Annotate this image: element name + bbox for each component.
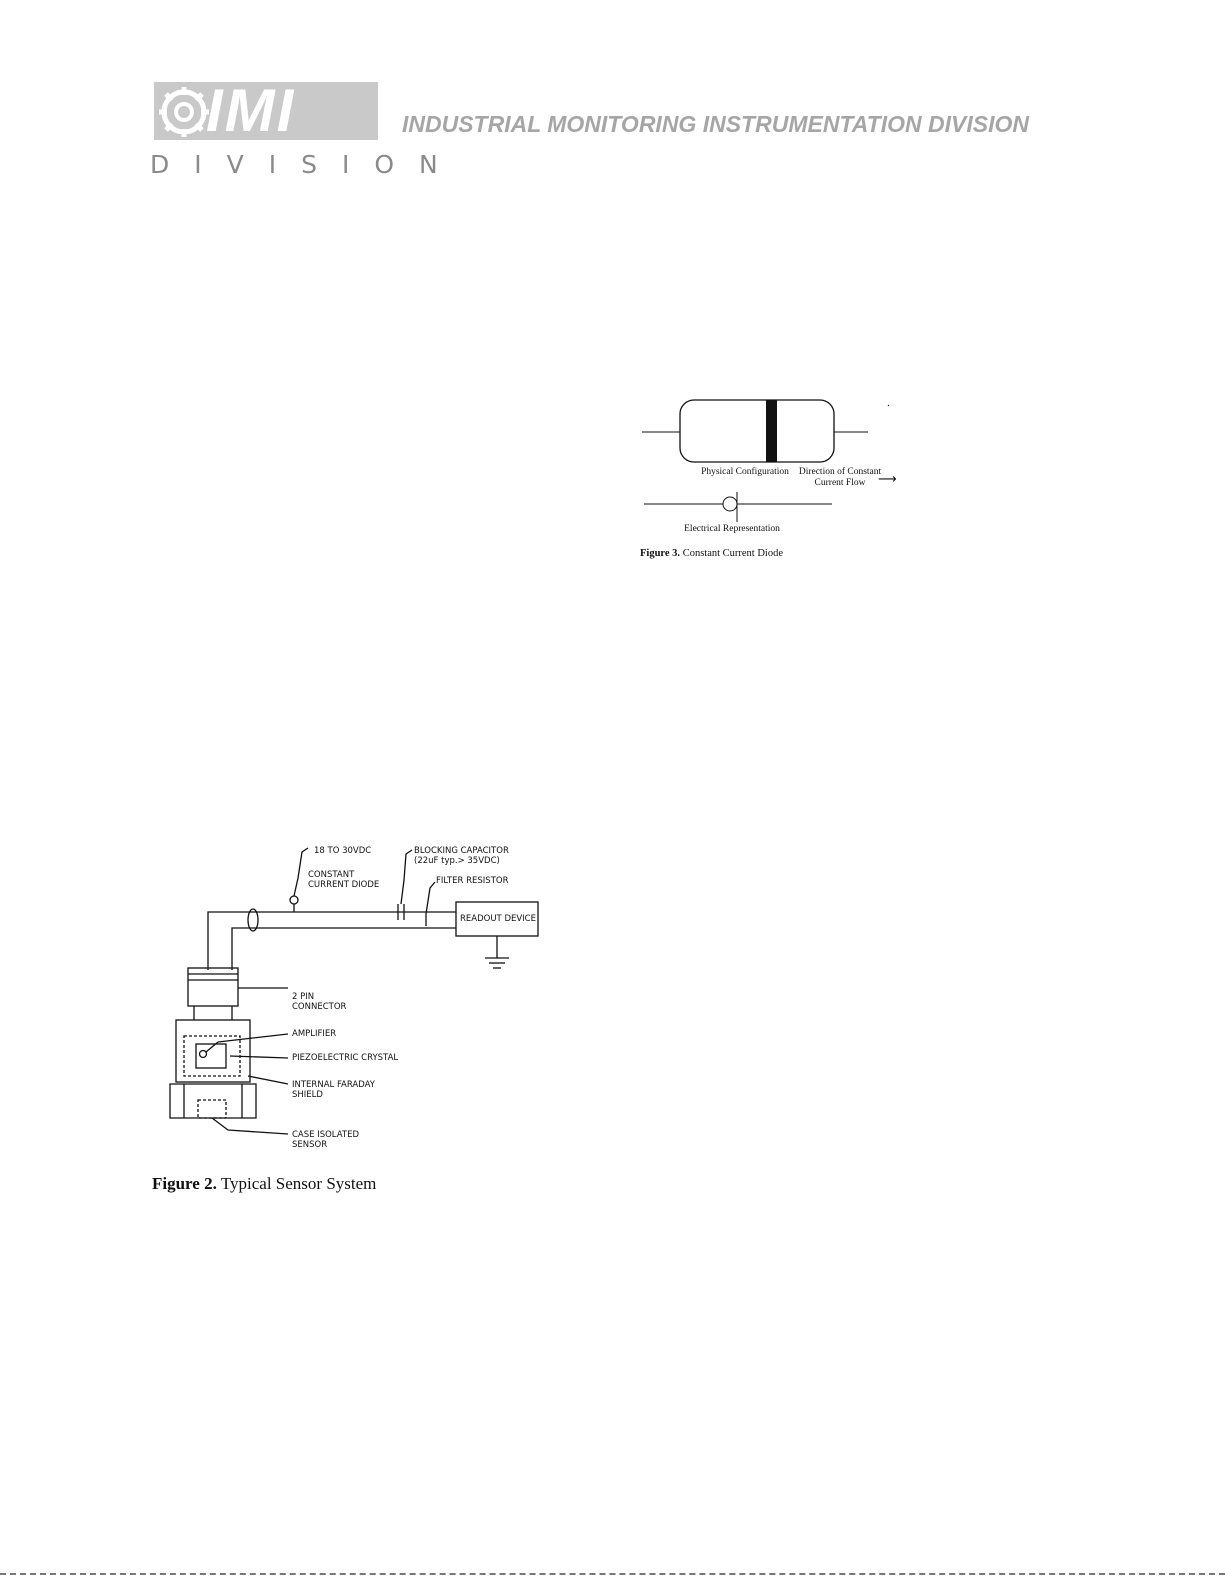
sensor-body: [175, 1019, 251, 1083]
diode-label-line1: CONSTANT: [308, 870, 355, 880]
figure3-caption-number: Figure 3.: [640, 548, 681, 559]
piezoelectric-crystal-label: PIEZOELECTRIC CRYSTAL: [292, 1053, 399, 1063]
physical-configuration-label: Physical Configuration: [701, 467, 789, 477]
capacitor-label-line1: BLOCKING CAPACITOR: [414, 846, 509, 856]
supply-voltage-label: 18 TO 30VDC: [314, 846, 372, 856]
figure2-caption-text: Typical Sensor System: [220, 1174, 377, 1193]
case-isolated-label-line1: CASE ISOLATED: [292, 1130, 360, 1140]
connector-label-line2: CONNECTOR: [292, 1002, 347, 1012]
cable-inner: [231, 927, 456, 970]
connector-label-line1: 2 PIN: [292, 992, 315, 1002]
diode-label-line2: CURRENT DIODE: [308, 880, 380, 890]
sensor-base: [169, 1083, 257, 1119]
figure2-caption-number: Figure 2.: [152, 1174, 217, 1193]
faraday-shield-label-line1: INTERNAL FARADAY: [292, 1080, 375, 1090]
direction-label: Direction of Constant Current Flow: [798, 467, 882, 488]
header-title: INDUSTRIAL MONITORING INSTRUMENTATION DI…: [402, 111, 1029, 137]
amplifier-label: AMPLIFIER: [292, 1029, 337, 1039]
filter-resistor-label: FILTER RESISTOR: [436, 876, 509, 886]
typical-sensor-system-figure: [169, 847, 539, 1135]
diode-band: [766, 400, 777, 462]
constant-current-diode-figure: [642, 399, 890, 522]
electrical-representation-label: Electrical Representation: [684, 524, 780, 534]
cable-shield: [247, 908, 259, 932]
figure3-caption: Figure 3. Constant Current Diode: [640, 548, 783, 559]
page-break-rule: [0, 1573, 1225, 1575]
cable-outer: [207, 911, 456, 970]
capacitor-label-line2: (22uF typ.> 35VDC): [414, 856, 500, 866]
readout-device-label: READOUT DEVICE: [460, 914, 536, 924]
logo-text: IMI: [206, 77, 296, 144]
case-isolated-label-line2: SENSOR: [292, 1140, 328, 1150]
faraday-shield-label-line2: SHIELD: [292, 1090, 323, 1100]
diode-symbol-circle: [722, 496, 738, 512]
arrow-right-icon: ⟶: [878, 472, 897, 487]
connector-body: [187, 967, 239, 1007]
diode-body: [679, 399, 835, 463]
gear-icon: [159, 87, 209, 137]
figure3-caption-text: Constant Current Diode: [682, 548, 784, 559]
figure2-caption: Figure 2. Typical Sensor System: [152, 1174, 376, 1194]
logo-subtext: DIVISION: [150, 150, 463, 179]
